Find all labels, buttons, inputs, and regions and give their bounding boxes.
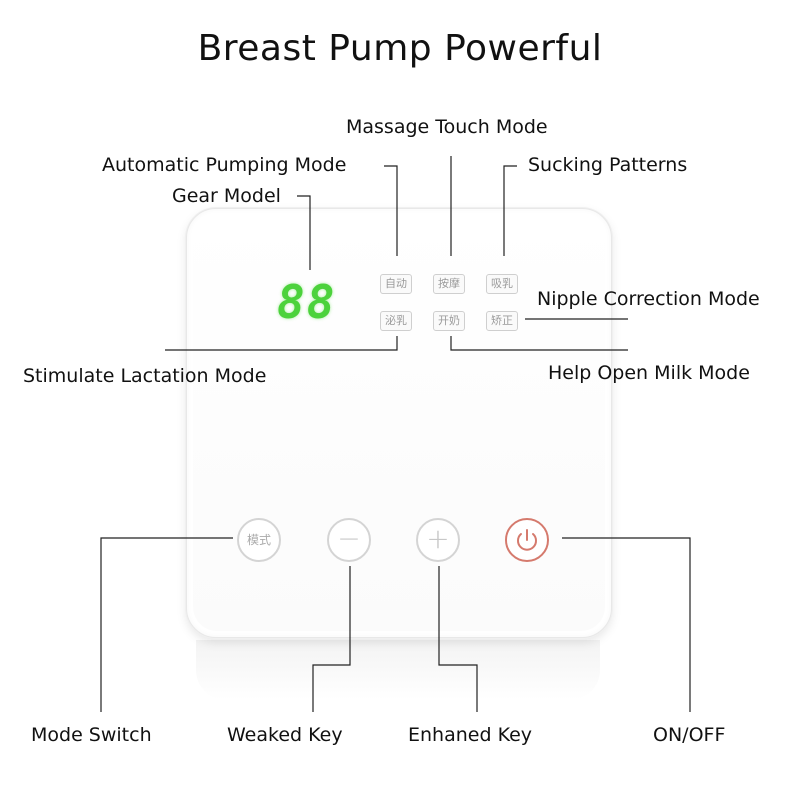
label-on-off: ON/OFF	[653, 724, 726, 746]
label-stimulate-lactation-mode: Stimulate Lactation Mode	[23, 365, 267, 387]
page-title: Breast Pump Powerful	[197, 28, 603, 69]
mode-indicator-open: 开奶	[433, 311, 465, 331]
leader-on-off	[562, 537, 691, 712]
leader-mode-switch	[100, 537, 233, 712]
power-button[interactable]	[505, 518, 549, 562]
leader-gear-model	[297, 195, 311, 270]
label-enhaned-key: Enhaned Key	[408, 724, 533, 746]
plus-icon: +	[426, 522, 450, 555]
label-automatic-pumping-mode: Automatic Pumping Mode	[102, 154, 347, 176]
mode-switch-button-label: 模式	[246, 533, 271, 547]
leader-help-open-milk	[450, 336, 628, 351]
mode-indicator-correct: 矫正	[486, 311, 518, 331]
leader-weaked-key	[312, 566, 351, 712]
label-sucking-patterns: Sucking Patterns	[528, 154, 688, 176]
panel-reflection	[196, 640, 600, 700]
mode-indicator-suck: 吸乳	[486, 274, 518, 294]
leader-sucking-patterns	[503, 165, 517, 256]
leader-stimulate-lactation	[165, 336, 398, 351]
power-icon	[517, 529, 537, 551]
label-nipple-correction-mode: Nipple Correction Mode	[537, 288, 760, 310]
mode-indicator-massage: 按摩	[433, 274, 465, 294]
mode-indicator-auto: 自动	[380, 274, 412, 294]
label-gear-model: Gear Model	[172, 185, 281, 207]
minus-icon: −	[337, 522, 361, 555]
mode-switch-button[interactable]: 模式	[237, 518, 281, 562]
label-help-open-milk-mode: Help Open Milk Mode	[548, 362, 750, 384]
enhance-button[interactable]: +	[416, 518, 460, 562]
label-mode-switch: Mode Switch	[31, 724, 152, 746]
gear-display: 88	[277, 275, 337, 329]
label-weaked-key: Weaked Key	[227, 724, 343, 746]
leader-enhaned-key	[438, 566, 478, 712]
label-massage-touch-mode: Massage Touch Mode	[346, 116, 548, 138]
leader-automatic-pumping	[384, 165, 398, 256]
weaken-button[interactable]: −	[327, 518, 371, 562]
mode-indicator-secrete: 泌乳	[380, 311, 412, 331]
